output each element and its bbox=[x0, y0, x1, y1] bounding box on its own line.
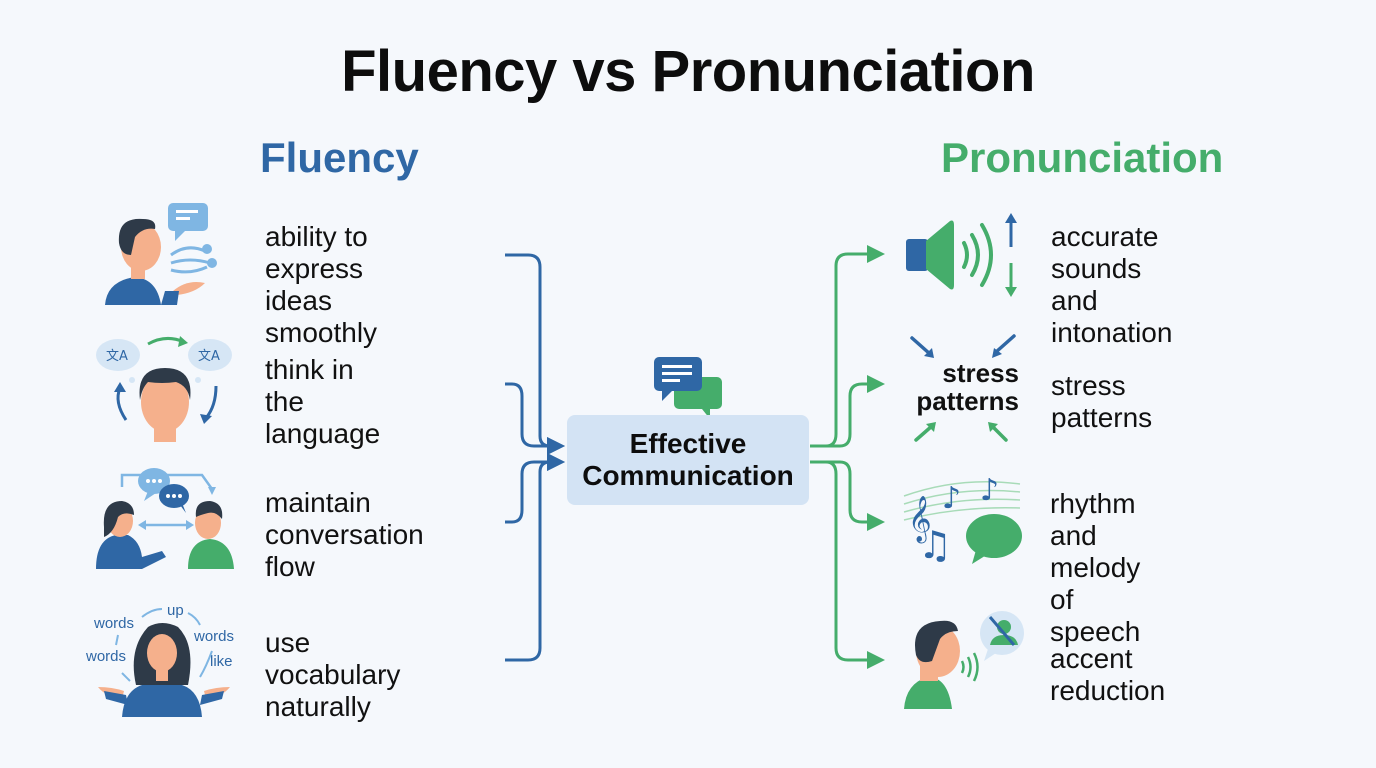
effective-communication-box: Effective Communication bbox=[567, 415, 809, 505]
conversation-icon bbox=[96, 468, 234, 569]
fluency-item-label: think in the language bbox=[265, 354, 381, 449]
stress-text-bottom: patterns bbox=[916, 386, 1019, 416]
music-speech-icon: 𝄞 ♪ ♪ ♫ bbox=[903, 473, 1022, 565]
pronunciation-item-label: accent reduction bbox=[1050, 643, 1166, 706]
word-bubble: like bbox=[210, 653, 233, 670]
pronunciation-item-label: accurate sounds and intonation bbox=[1051, 221, 1173, 348]
svg-text:♫: ♫ bbox=[918, 523, 952, 565]
speaking-person-icon bbox=[105, 203, 217, 305]
thinking-translate-icon: 文A 文A bbox=[96, 336, 232, 442]
svg-text:♪: ♪ bbox=[980, 473, 999, 508]
pronunciation-item-label: stress patterns bbox=[1051, 370, 1153, 433]
fluency-item-label: use vocabulary naturally bbox=[265, 627, 401, 722]
vocabulary-person-icon: words up words words like bbox=[85, 602, 234, 717]
svg-text:文A: 文A bbox=[106, 349, 128, 364]
fluency-item-label: ability to express ideas smoothly bbox=[265, 221, 378, 348]
pronunciation-connectors bbox=[810, 245, 885, 669]
fluency-heading: Fluency bbox=[260, 134, 419, 181]
word-bubble: words bbox=[93, 615, 134, 632]
stress-patterns-icon: stress patterns bbox=[910, 334, 1019, 442]
speaker-intonation-icon bbox=[906, 213, 1017, 297]
fluency-connectors bbox=[505, 253, 565, 662]
svg-text:♪: ♪ bbox=[942, 481, 961, 516]
pronunciation-heading: Pronunciation bbox=[941, 134, 1224, 181]
accent-reduction-icon bbox=[904, 611, 1024, 709]
word-bubble: words bbox=[193, 628, 234, 645]
word-bubble: up bbox=[167, 602, 184, 619]
svg-text:文A: 文A bbox=[198, 349, 220, 364]
fluency-item-label: maintain conversation flow bbox=[265, 487, 424, 582]
chat-bubbles-icon bbox=[654, 357, 722, 419]
word-bubble: words bbox=[85, 648, 126, 665]
svg-text:𝄞: 𝄞 bbox=[908, 496, 932, 544]
pronunciation-item-label: rhythm and melody of speech bbox=[1050, 488, 1141, 647]
stress-text-top: stress bbox=[942, 358, 1019, 388]
page-title: Fluency vs Pronunciation bbox=[341, 39, 1035, 104]
